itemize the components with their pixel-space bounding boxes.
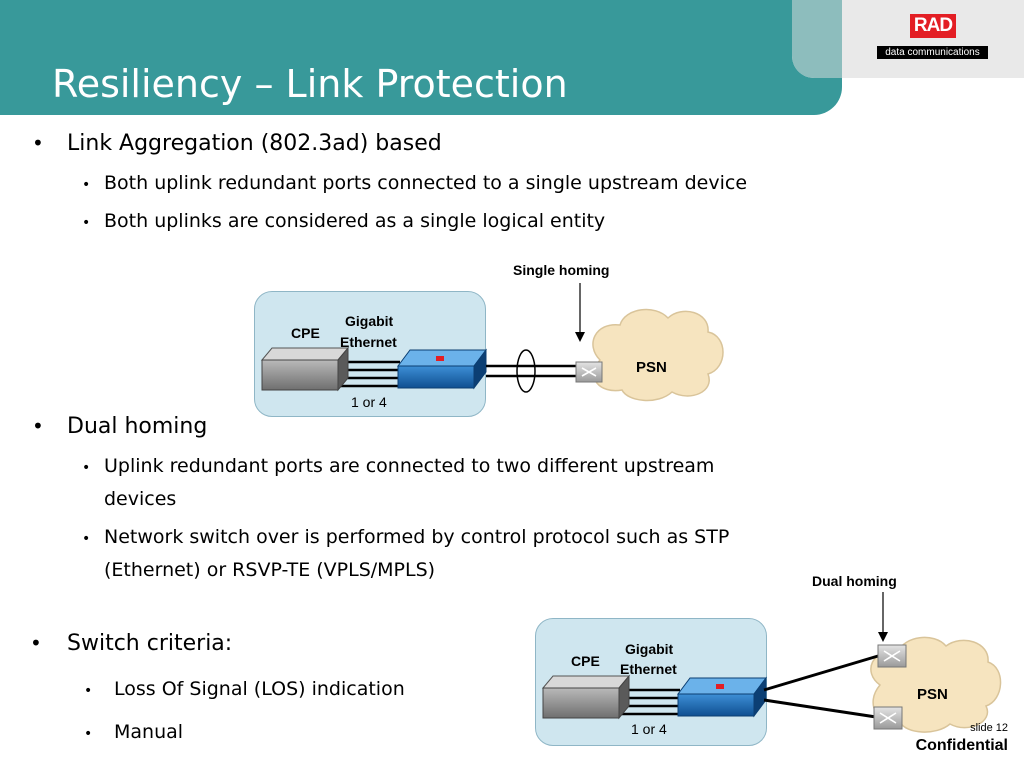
bullet-dot-icon: • (82, 177, 91, 193)
bullet-dot-icon: • (82, 531, 91, 547)
bullet-dot-icon: • (82, 460, 91, 476)
section2-item-1-line1: Uplink redundant ports are connected to … (104, 455, 715, 477)
diagram1-aggregation-ellipse (516, 349, 536, 393)
title-band (0, 0, 842, 115)
bullet-dot-icon: • (84, 683, 93, 699)
section3-item-1: Loss Of Signal (LOS) indication (114, 678, 405, 700)
diagram1-psn-label: PSN (636, 359, 667, 376)
rad-logo-tagline: data communications (877, 46, 988, 59)
section2-item-2-line1: Network switch over is performed by cont… (104, 526, 730, 548)
bullet-dot-icon: • (32, 414, 44, 438)
diagram1-link-label-line1: Gigabit (345, 313, 394, 329)
bullet-dot-icon: • (32, 131, 44, 155)
diagram1-link-label-line2: Ethernet (340, 334, 397, 350)
diagram1-cpe-label: CPE (291, 325, 320, 341)
bullet-dot-icon: • (82, 215, 91, 231)
diagram2-count-label: 1 or 4 (631, 721, 667, 737)
section2-item-1-line2: devices (104, 488, 177, 510)
slide-number: slide 12 (970, 722, 1008, 734)
diagram2-cpe-label: CPE (571, 653, 600, 669)
section3-heading: Switch criteria: (67, 631, 233, 656)
section2-heading: Dual homing (67, 414, 208, 439)
diagram2-callout-arrow (878, 592, 888, 642)
diagram1-cpe-device (260, 346, 350, 392)
diagram1-callout-arrow (575, 283, 585, 342)
diagram2-uplinks (763, 654, 879, 719)
diagram2-cpe-device (541, 674, 631, 720)
confidential-label: Confidential (915, 737, 1008, 754)
slide-title: Resiliency – Link Protection (52, 62, 568, 106)
logo-accent (792, 0, 842, 78)
diagram2-switch-icon-bottom (873, 706, 903, 730)
section3-item-2: Manual (114, 721, 184, 743)
diagram1-callout-label: Single homing (513, 262, 610, 278)
section1-item-2: Both uplinks are considered as a single … (104, 210, 606, 232)
rad-logo: RAD (910, 14, 956, 38)
diagram2-link-label-line2: Ethernet (620, 661, 677, 677)
diagram2-link-label-line1: Gigabit (625, 641, 674, 657)
diagram1-uplinks (486, 364, 578, 378)
diagram1-count-label: 1 or 4 (351, 394, 387, 410)
section2-item-2-line2: (Ethernet) or RSVP-TE (VPLS/MPLS) (104, 559, 436, 581)
diagram1-switch-icon (575, 361, 603, 383)
diagram2-psn-label: PSN (917, 686, 948, 703)
diagram2-network-unit (677, 676, 767, 718)
diagram2-callout-label: Dual homing (812, 573, 897, 589)
section1-item-1: Both uplink redundant ports connected to… (104, 172, 748, 194)
bullet-dot-icon: • (30, 631, 42, 655)
section1-heading: Link Aggregation (802.3ad) based (67, 131, 442, 156)
diagram1-network-unit (397, 348, 487, 390)
diagram1-psn-cloud (592, 308, 724, 402)
bullet-dot-icon: • (84, 726, 93, 742)
diagram2-switch-icon-top (877, 644, 907, 668)
